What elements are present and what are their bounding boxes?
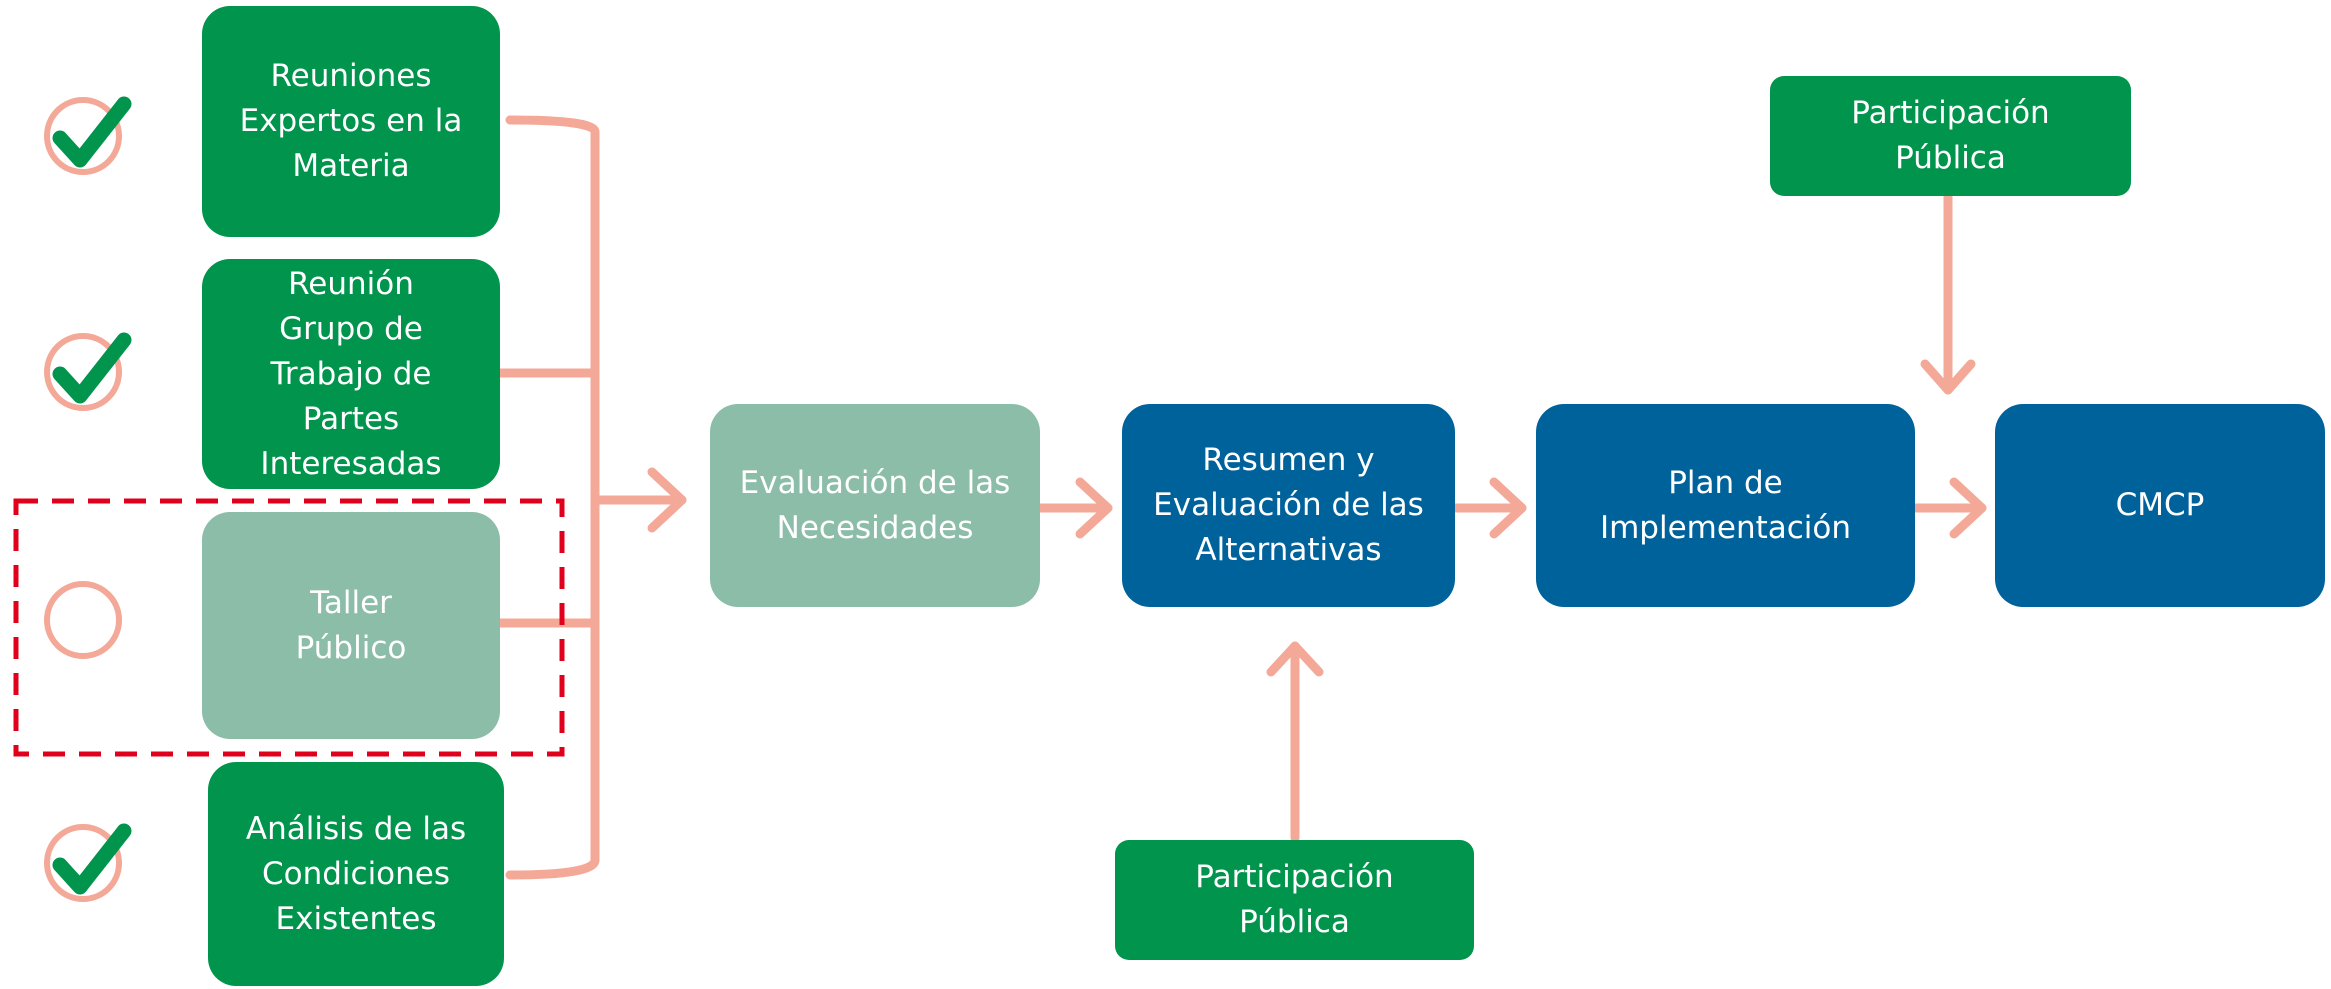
input-box-reuniones-expertos: Reuniones Expertos en la Materia	[202, 6, 500, 237]
flow-label: Plan de Implementación	[1599, 464, 1852, 546]
input-label: Reuniones Expertos en la Materia	[239, 58, 463, 184]
input-box-analisis-condiciones: Análisis de las Condiciones Existentes	[208, 762, 504, 986]
flow-box-cmcp: CMCP	[1995, 404, 2325, 607]
flow-label: Resumen y Evaluación de las Alternativas	[1153, 442, 1424, 568]
arrowhead-bottom-participation	[1266, 641, 1324, 677]
arrowhead-evaluacion-to-resumen	[1075, 477, 1113, 539]
arrowhead-resumen-to-plan	[1489, 477, 1527, 539]
participacion-publica-bottom: Participación Pública	[1115, 840, 1474, 960]
input-label: Reunión Grupo de Trabajo de Partes Inter…	[260, 265, 442, 482]
flow-label: Evaluación de las Necesidades	[739, 464, 1011, 546]
checkmark-circle-icon	[44, 96, 132, 175]
input-box-reunion-grupo-trabajo: Reunión Grupo de Trabajo de Partes Inter…	[202, 259, 500, 489]
highlight-dashed-frame	[13, 498, 565, 757]
checkmark-circle-icon	[44, 332, 132, 411]
arrowhead-top-participation	[1920, 359, 1976, 395]
checkmark-circle-icon	[44, 823, 132, 902]
empty-circle-icon	[44, 581, 122, 659]
bracket-connector	[505, 115, 600, 880]
participation-label: Participación Pública	[1195, 859, 1394, 940]
participacion-publica-top: Participación Pública	[1770, 76, 2131, 196]
flow-box-resumen-alternativas: Resumen y Evaluación de las Alternativas	[1122, 404, 1455, 607]
arrowhead-bracket-to-evaluacion	[647, 467, 687, 533]
flow-box-plan-implementacion: Plan de Implementación	[1536, 404, 1915, 607]
flow-label: CMCP	[2115, 487, 2205, 523]
input-label: Análisis de las Condiciones Existentes	[245, 810, 467, 937]
participation-label: Participación Pública	[1851, 95, 2050, 176]
arrowhead-plan-to-cmcp	[1949, 477, 1987, 539]
flow-box-evaluacion-necesidades: Evaluación de las Necesidades	[710, 404, 1040, 607]
input-label: Taller Público	[295, 584, 407, 666]
input-box-taller-publico: Taller Público	[202, 512, 500, 739]
